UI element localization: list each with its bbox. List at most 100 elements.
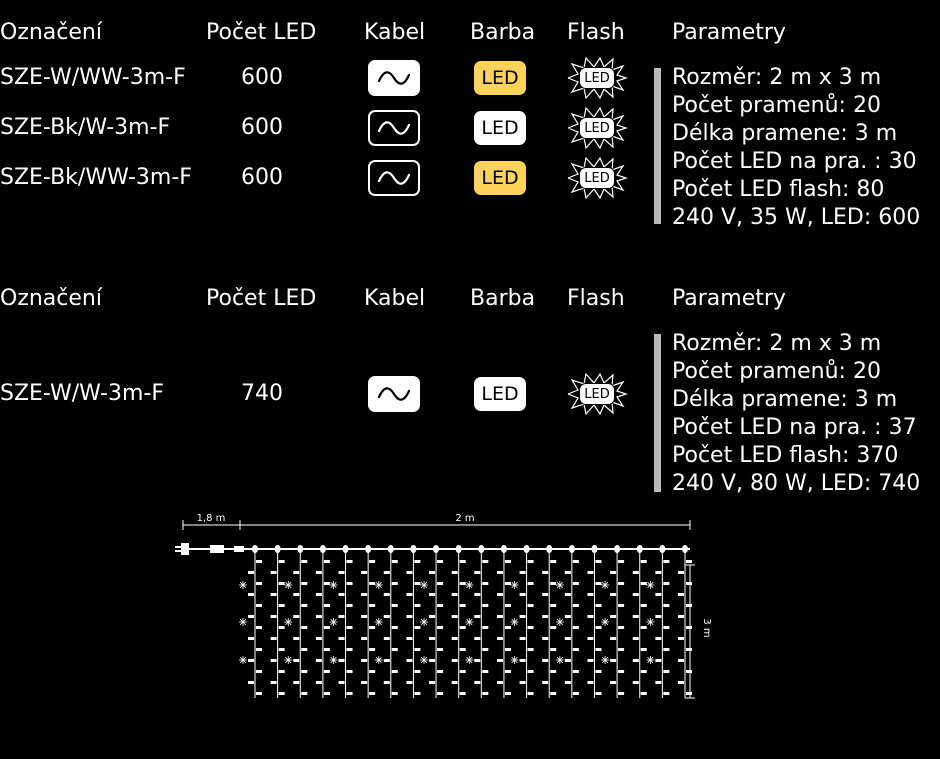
led-bulb [610, 637, 617, 640]
led-bulb [369, 626, 376, 629]
led-bulb [338, 615, 345, 618]
flash-led-marker [329, 618, 338, 626]
strand-connector [319, 545, 326, 553]
led-bulb [519, 681, 526, 684]
led-bulb [595, 648, 602, 651]
led-bulb [496, 571, 503, 574]
row3-designation: SZE-Bk/WW-3m-F [0, 165, 192, 190]
led-bulb [406, 615, 413, 618]
led-bulb [482, 604, 489, 607]
led-bulb [301, 692, 308, 695]
led-bulb [361, 659, 368, 662]
led-bulb [256, 648, 262, 651]
led-bulb [618, 626, 625, 629]
strand-connector [546, 545, 553, 553]
cable-white-icon [368, 60, 420, 96]
led-bulb [686, 604, 692, 607]
param-line: Počet LED na pra. : 30 [672, 149, 917, 174]
led-bulb [459, 692, 466, 695]
strand-connector [455, 545, 462, 553]
header-designation: Označení [0, 286, 102, 311]
led-bulb [256, 604, 262, 607]
flash-led-marker [239, 581, 247, 589]
led-bulb [678, 615, 684, 618]
led-bulb [655, 593, 662, 596]
led-bulb [610, 659, 617, 662]
header-led-count: Počet LED [206, 286, 317, 311]
led-bulb [391, 670, 398, 673]
param-line: Délka pramene: 3 m [672, 387, 898, 412]
led-bulb [572, 604, 579, 607]
led-bulb [391, 692, 398, 695]
led-bulb [429, 681, 436, 684]
flash-led-marker [465, 581, 474, 589]
led-bulb [587, 681, 594, 684]
flash-led-icon: LED [566, 372, 628, 416]
led-bulb [542, 593, 549, 596]
led-bulb [361, 681, 368, 684]
led-bulb [527, 648, 534, 651]
flash-led-marker [465, 656, 474, 664]
led-bulb [663, 648, 670, 651]
led-bulb [496, 681, 503, 684]
led-bulb [406, 593, 413, 596]
led-bulb [474, 593, 481, 596]
flash-led-marker [601, 618, 610, 626]
lead-length-label: 1,8 m [197, 513, 226, 524]
led-bulb [278, 692, 285, 695]
param-line: 240 V, 35 W, LED: 600 [672, 205, 921, 230]
led-bulb [414, 670, 421, 673]
led-bulb [504, 648, 511, 651]
led-bulb [429, 637, 436, 640]
led-bulb [632, 615, 639, 618]
led-bulb [610, 681, 617, 684]
led-bulb [640, 692, 647, 695]
led-bulb [663, 560, 670, 563]
param-line: 240 V, 80 W, LED: 740 [672, 471, 921, 496]
led-bulb [550, 604, 557, 607]
led-bulb [572, 560, 579, 563]
led-bulb [270, 637, 277, 640]
led-bulb [301, 582, 308, 585]
led-bulb [437, 670, 444, 673]
led-bulb [632, 637, 639, 640]
cable-white-icon [368, 376, 420, 412]
led-bulb [542, 615, 549, 618]
led-bulb [248, 681, 254, 684]
flash-led-icon: LED [566, 56, 628, 100]
led-bulb [323, 670, 330, 673]
led-bulb [256, 692, 262, 695]
flash-led-marker [239, 656, 247, 664]
led-bulb [301, 604, 308, 607]
led-bulb [572, 582, 579, 585]
led-bulb [595, 560, 602, 563]
led-bulb [686, 582, 692, 585]
led-bulb [346, 692, 353, 695]
led-bulb [346, 582, 353, 585]
param-line: Počet LED flash: 80 [672, 177, 885, 202]
flash-led-marker [284, 656, 293, 664]
led-bulb [595, 626, 602, 629]
led-bulb [663, 670, 670, 673]
flash-led-marker [374, 581, 383, 589]
led-bulb [256, 626, 262, 629]
dimension-lines [182, 520, 695, 699]
led-bulb [301, 626, 308, 629]
flash-led-marker [510, 618, 519, 626]
param-line: Počet LED na pra. : 37 [672, 415, 917, 440]
led-strands [239, 545, 692, 698]
led-bulb [504, 582, 511, 585]
led-bulb [572, 648, 579, 651]
row2-led-count: 600 [241, 115, 283, 140]
led-bulb [293, 571, 300, 574]
strand-connector [387, 545, 394, 553]
flash-led-marker [420, 618, 429, 626]
led-bulb [504, 692, 511, 695]
led-bulb [550, 560, 557, 563]
led-bulb [655, 659, 662, 662]
flash-led-marker [510, 656, 519, 664]
param-line: Rozměr: 2 m x 3 m [672, 65, 882, 90]
led-bulb [640, 626, 647, 629]
led-bulb [293, 681, 300, 684]
led-bulb [482, 582, 489, 585]
